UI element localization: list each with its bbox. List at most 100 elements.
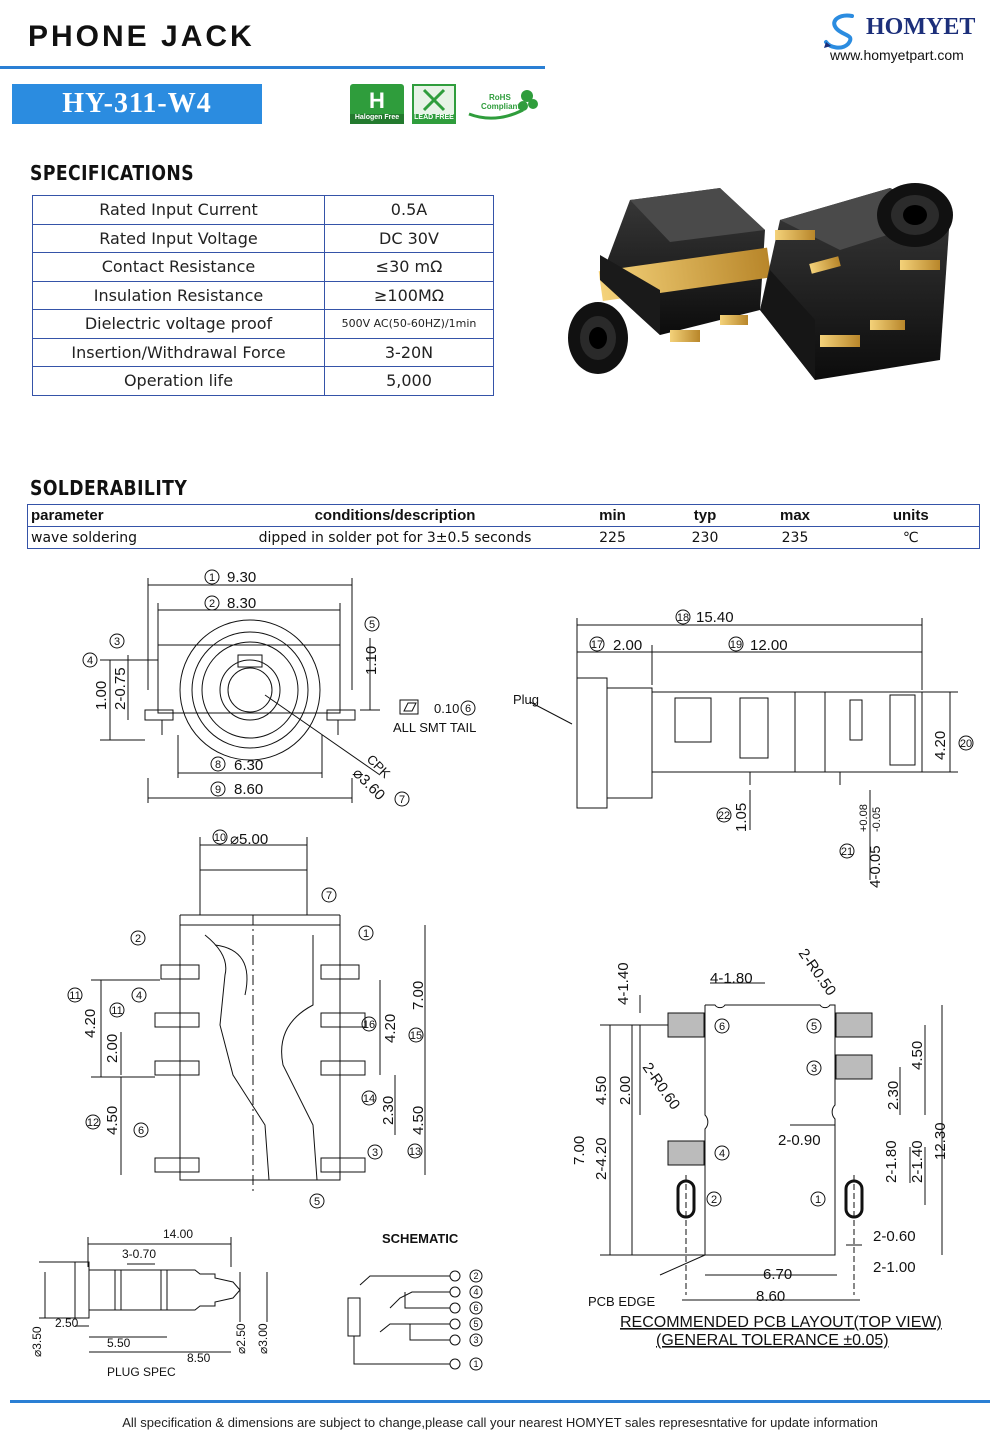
dim-dia-2-50: ⌀2.50: [234, 1323, 248, 1354]
smt-tail-note: ALL SMT TAIL: [393, 720, 476, 735]
dim-callout: 7: [399, 794, 405, 806]
dim-4-1-40: 4-1.40: [615, 962, 632, 1005]
pcb-edge-label: PCB EDGE: [588, 1294, 656, 1309]
dim-callout: 5: [314, 1196, 320, 1208]
dim-9-30: 9.30: [227, 569, 256, 586]
spec-param: Rated Input Voltage: [32, 223, 325, 253]
dim-callout: 2: [209, 598, 215, 610]
model-number-badge: HY-311-W4: [12, 84, 262, 124]
dim-7-00: 7.00: [571, 1136, 588, 1165]
dim-callout: 19: [730, 639, 742, 651]
dim-callout: 6: [138, 1125, 144, 1137]
pad-callout: 5: [811, 1021, 817, 1033]
table-row: Contact Resistance≤30 mΩ: [32, 252, 494, 282]
dim-6-30: 6.30: [234, 757, 263, 774]
solderability-heading: SOLDERABILITY: [30, 476, 188, 500]
dim-callout: 15: [410, 1030, 422, 1042]
dim-callout: 22: [718, 810, 730, 822]
halogen-free-icon: H Halogen Free: [350, 84, 404, 124]
dim-4-50-left: 4.50: [104, 1106, 121, 1135]
dim-callout: 20: [960, 738, 972, 750]
top-view-drawing: 10 7 2 1 11 11 4 12 6 16 15 14 3 13 5 ⌀5…: [67, 829, 427, 1209]
dim-callout: 8: [215, 759, 221, 771]
footer-divider: [10, 1400, 990, 1403]
dim-1-10: 1.10: [363, 646, 380, 675]
dim-12-00: 12.00: [750, 637, 788, 654]
table-header-row: parameter conditions/description min typ…: [27, 504, 980, 527]
pad-callout: 1: [815, 1194, 821, 1206]
dim-dia-3-50: ⌀3.50: [30, 1326, 44, 1357]
dim-callout: 12: [87, 1117, 99, 1129]
dim-2-00: 2.00: [613, 637, 642, 654]
pad-callout: 4: [719, 1148, 725, 1160]
dim-callout: 2: [135, 933, 141, 945]
lead-free-label: LEAD FREE: [414, 114, 454, 121]
column-header: max: [747, 504, 843, 527]
dim-callout: 5: [369, 619, 375, 631]
tolerance-plus: +0.08: [858, 804, 870, 832]
dim-2-00-left: 2.00: [617, 1076, 634, 1105]
plug-label: Plug: [513, 692, 539, 707]
dim-callout: 11: [69, 990, 80, 1002]
dim-callout: 14: [363, 1093, 375, 1105]
spec-param: Insertion/Withdrawal Force: [32, 337, 325, 367]
dim-2-30: 2.30: [885, 1081, 902, 1110]
dim-callout: 3: [114, 636, 120, 648]
front-view-drawing: 1 2 3 4 5 6 8 9 7 9.30 8.30 6.30 8.60 0.…: [82, 569, 476, 807]
pin-label: 2: [473, 1271, 478, 1281]
dim-2-r0-50: 2-R0.50: [795, 946, 840, 999]
spec-value: 3-20N: [324, 337, 494, 367]
title-divider: [0, 66, 545, 69]
cell: ℃: [842, 526, 980, 549]
pin-label: 3: [473, 1335, 478, 1345]
dim-15-40: 15.40: [696, 609, 734, 626]
phone-jack-product-photo: [568, 183, 953, 380]
cell: wave soldering: [27, 526, 228, 549]
pcb-layout-caption: RECOMMENDED PCB LAYOUT(TOP VIEW): [620, 1314, 942, 1331]
plug-spec-drawing: 14.00 3-0.70 2.50 5.50 8.50 PLUG SPEC ⌀3…: [30, 1227, 270, 1379]
table-row: Insulation Resistance≥100MΩ: [32, 280, 494, 310]
specifications-heading: SPECIFICATIONS: [30, 161, 195, 185]
pad-callout: 6: [719, 1021, 725, 1033]
column-header: units: [842, 504, 980, 527]
spec-param: Contact Resistance: [32, 252, 325, 282]
pin-label: 6: [473, 1303, 478, 1313]
lead-free-icon: LEAD FREE: [412, 84, 456, 124]
dim-4-50-left: 4.50: [593, 1076, 610, 1105]
dim-5-50: 5.50: [107, 1336, 131, 1350]
dim-3-0-70: 3-0.70: [122, 1247, 156, 1261]
dim-callout: 21: [841, 846, 853, 858]
cell: 235: [747, 526, 843, 549]
spec-param: Dielectric voltage proof: [32, 309, 325, 339]
dim-8-60: 8.60: [234, 781, 263, 798]
column-header: min: [562, 504, 663, 527]
footer-disclaimer: All specification & dimensions are subje…: [122, 1415, 878, 1430]
spec-value: 500V AC(50-60HZ)/1min: [324, 309, 494, 339]
homyet-logo-icon: [824, 13, 854, 50]
schematic-label: SCHEMATIC: [382, 1231, 459, 1246]
dim-4-50-right: 4.50: [410, 1106, 427, 1135]
dim-callout: 9: [215, 784, 221, 796]
rohs-compliant-label: Compliant: [481, 102, 520, 111]
table-row: wave soldering dipped in solder pot for …: [27, 526, 980, 549]
column-header: typ: [662, 504, 748, 527]
cell: 225: [562, 526, 663, 549]
spec-param: Rated Input Current: [32, 195, 325, 225]
page-title: PHONE JACK: [28, 20, 255, 53]
dim-4-20-right: 4.20: [382, 1014, 399, 1043]
brand-name: HOMYET: [866, 14, 976, 40]
cell: dipped in solder pot for 3±0.5 seconds: [227, 526, 563, 549]
side-view-drawing: 18 17 19 20 22 21 15.40 2.00 12.00 Plug …: [513, 609, 974, 888]
dim-8-50: 8.50: [187, 1351, 211, 1365]
schematic-drawing: SCHEMATIC 2 4 6 5 3 1: [347, 1231, 483, 1371]
dim-callout: 3: [372, 1147, 378, 1159]
spec-param: Insulation Resistance: [32, 280, 325, 310]
dim-12-30: 12.30: [932, 1122, 949, 1160]
spec-value: ≤30 mΩ: [324, 252, 494, 282]
pad-callout: 2: [711, 1194, 717, 1206]
dim-2-0-90: 2-0.90: [778, 1132, 821, 1149]
